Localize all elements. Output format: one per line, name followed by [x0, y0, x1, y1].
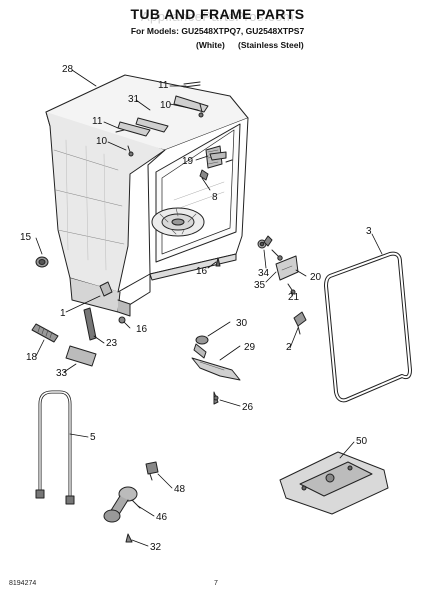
parts-29-30-26-bracket	[191, 335, 241, 405]
part-3-door-gasket	[324, 251, 412, 403]
callout-32: 32	[150, 542, 162, 553]
part-48-fitting	[145, 461, 159, 481]
callout-30: 30	[236, 318, 248, 329]
callout-28: 28	[62, 64, 74, 75]
callout-11-top-right: 11	[158, 80, 169, 91]
part-16-screw-a	[215, 257, 221, 267]
document-id: 8194274	[9, 580, 37, 587]
callout-18: 18	[26, 352, 38, 363]
part-50-base	[279, 451, 389, 515]
callout-10-top-left: 10	[96, 136, 108, 147]
variant-stainless-label: (Stainless Steel)	[238, 40, 304, 50]
callout-numbers: 28 11 10 31 11 10 19 8 15 3 16 34 20 35 …	[20, 64, 372, 553]
part-18-leg	[31, 323, 59, 343]
part-23-strip	[83, 307, 97, 341]
callout-34: 34	[258, 268, 270, 279]
screw-hardware-top-right	[183, 81, 204, 118]
tub-assembly	[45, 74, 249, 317]
part-1-leveling-leg	[99, 281, 113, 297]
page-title: TUB AND FRAME PARTS	[130, 6, 305, 22]
part-16-screw-b	[118, 316, 126, 324]
part-46-valve	[103, 486, 141, 523]
leader-lines	[35, 69, 383, 547]
callout-19: 19	[182, 156, 194, 167]
parts-34-35	[257, 235, 283, 261]
callout-11-top-left: 11	[92, 116, 103, 127]
callout-1: 1	[60, 308, 66, 319]
part-5-hose	[35, 390, 75, 505]
part-33-pad	[65, 345, 97, 367]
callout-21: 21	[288, 292, 300, 303]
callout-48: 48	[174, 484, 186, 495]
callout-5: 5	[90, 432, 96, 443]
callout-29: 29	[244, 342, 256, 353]
callout-10-top-right: 10	[160, 100, 172, 111]
callout-15: 15	[20, 232, 32, 243]
part-32-screw	[125, 533, 133, 543]
callout-31: 31	[128, 94, 140, 105]
part-2-fitting	[293, 311, 307, 335]
callout-8: 8	[212, 192, 218, 203]
page-number: 7	[214, 580, 218, 587]
callout-26: 26	[242, 402, 254, 413]
callout-16-lower: 16	[136, 324, 148, 335]
callout-50: 50	[356, 436, 368, 447]
part-15-foot	[35, 256, 49, 268]
callout-16-upper: 16	[196, 266, 208, 277]
callout-23: 23	[106, 338, 118, 349]
callout-33: 33	[56, 368, 68, 379]
parts-20-21-bracket	[275, 255, 299, 295]
callout-46: 46	[156, 512, 168, 523]
variant-white-label: (White)	[196, 40, 225, 50]
callout-2: 2	[286, 342, 292, 353]
models-line: For Models: GU2548XTPQ7, GU2548XTPS7	[130, 26, 305, 36]
callout-3: 3	[366, 226, 372, 237]
screw-hardware-top-left	[115, 129, 134, 157]
callout-20: 20	[310, 272, 322, 283]
parts-19-8	[199, 151, 233, 181]
callout-35: 35	[254, 280, 266, 291]
